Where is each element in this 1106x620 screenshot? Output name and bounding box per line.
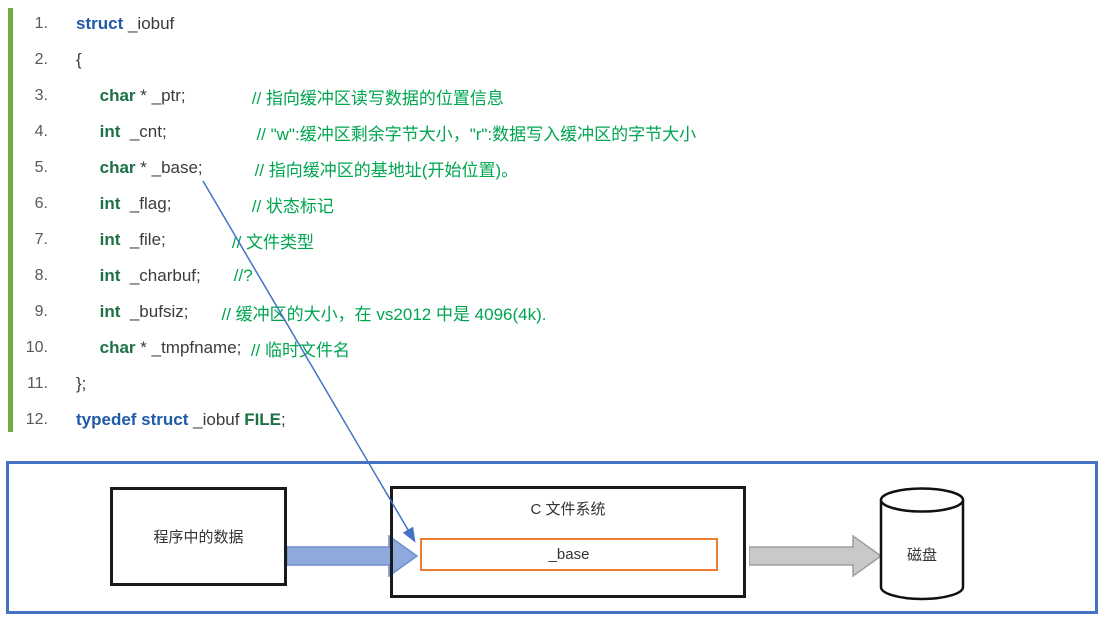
code-line: 10. char * _tmpfname; // 临时文件名 xyxy=(18,330,696,366)
code-line: 12. typedef struct _iobuf FILE; xyxy=(18,402,696,438)
blue-flow-arrow-icon xyxy=(287,535,419,577)
code-line: 5. char * _base; // 指向缓冲区的基地址(开始位置)。 xyxy=(18,150,696,186)
code-token-type: int xyxy=(99,230,121,249)
line-number: 5. xyxy=(34,159,48,176)
code-token-type: char xyxy=(99,338,136,357)
program-data-label: 程序中的数据 xyxy=(153,529,244,546)
code-token-plain: { xyxy=(76,50,82,69)
code-token-plain: _bufsiz; xyxy=(120,302,222,321)
code-token-plain: }; xyxy=(76,374,87,393)
code-token-plain xyxy=(76,86,100,106)
code-line: 3. char * _ptr; // 指向缓冲区读写数据的位置信息 xyxy=(18,78,696,114)
code-block: 1. struct _iobuf 2. {3. char * _ptr; // 指向缓… xyxy=(18,6,696,438)
code-token-comment: // "w":缓冲区剩余字节大小，"r":数据写入缓冲区的字节大小 xyxy=(256,124,697,144)
gray-flow-arrow-icon xyxy=(749,535,883,577)
code-token-plain: _charbuf; xyxy=(120,266,234,285)
line-number: 12. xyxy=(25,411,48,428)
code-token-type: int xyxy=(99,266,121,285)
c-file-system-label: C 文件系统 xyxy=(530,501,606,518)
code-line: 6. int _flag; // 状态标记 xyxy=(18,186,696,222)
line-number: 7. xyxy=(34,231,48,248)
cylinder-icon xyxy=(879,487,965,601)
code-token-plain: _iobuf xyxy=(188,410,245,429)
code-token-type: char xyxy=(99,158,136,177)
code-token-plain xyxy=(76,302,100,322)
code-line: 9. int _bufsiz; // 缓冲区的大小，在 vs2012 中是 40… xyxy=(18,294,696,330)
code-token-comment: // 缓冲区的大小，在 vs2012 中是 4096(4k). xyxy=(221,304,547,324)
code-token-plain: _cnt; xyxy=(120,122,257,141)
line-number: 3. xyxy=(34,87,48,104)
line-number: 1. xyxy=(34,15,48,32)
code-token-type: int xyxy=(99,122,121,141)
code-token-comment: // 指向缓冲区读写数据的位置信息 xyxy=(251,88,504,108)
code-line: 2. { xyxy=(18,42,696,78)
line-number: 4. xyxy=(34,123,48,140)
code-token-plain: * _ptr; xyxy=(135,86,252,105)
code-line: 7. int _file; // 文件类型 xyxy=(18,222,696,258)
code-token-kw: typedef struct xyxy=(76,410,189,429)
code-token-plain: * _base; xyxy=(135,158,255,177)
disk-cylinder: 磁盘 xyxy=(878,486,966,606)
code-token-plain xyxy=(76,122,100,142)
base-buffer-label: _base xyxy=(548,546,590,563)
line-number: 2. xyxy=(34,51,48,68)
code-token-comment: //? xyxy=(233,266,253,285)
code-token-plain: _flag; xyxy=(120,194,252,213)
code-token-plain xyxy=(76,230,100,250)
code-token-comment: // 临时文件名 xyxy=(250,340,350,360)
code-token-plain xyxy=(76,158,100,178)
code-token-comment: // 指向缓冲区的基地址(开始位置)。 xyxy=(254,160,519,180)
code-token-comment: // 状态标记 xyxy=(251,196,334,216)
code-token-plain xyxy=(76,194,100,214)
code-token-type: char xyxy=(99,86,136,105)
code-token-plain: * _tmpfname; xyxy=(135,338,251,357)
code-token-plain xyxy=(76,338,100,358)
code-token-plain: _iobuf xyxy=(123,14,175,33)
code-token-type: int xyxy=(99,302,121,321)
code-line: 11.}; xyxy=(18,366,696,402)
code-token-kw: struct xyxy=(76,14,124,33)
program-data-box: 程序中的数据 xyxy=(110,487,287,586)
code-token-plain xyxy=(76,266,100,286)
base-buffer-box: _base xyxy=(420,538,718,571)
code-line: 8. int _charbuf; //? xyxy=(18,258,696,294)
c-file-system-box: C 文件系统 _base xyxy=(390,486,746,598)
code-token-plain: _file; xyxy=(120,230,232,249)
line-number: 10. xyxy=(25,339,48,356)
line-number: 11. xyxy=(26,375,48,392)
code-line: 1. struct _iobuf xyxy=(18,6,696,42)
code-token-type: int xyxy=(99,194,121,213)
code-accent-bar xyxy=(8,8,13,432)
disk-label: 磁盘 xyxy=(906,547,937,564)
line-number: 8. xyxy=(34,267,48,284)
code-token-plain: ; xyxy=(281,410,286,429)
code-token-type: FILE xyxy=(244,410,282,429)
code-line: 4. int _cnt; // "w":缓冲区剩余字节大小，"r":数据写入缓冲… xyxy=(18,114,697,150)
diagram-container: 程序中的数据 C 文件系统 _base 磁盘 xyxy=(6,461,1098,614)
line-number: 6. xyxy=(34,195,48,212)
code-token-comment: // 文件类型 xyxy=(231,232,315,252)
line-number: 9. xyxy=(34,303,48,320)
